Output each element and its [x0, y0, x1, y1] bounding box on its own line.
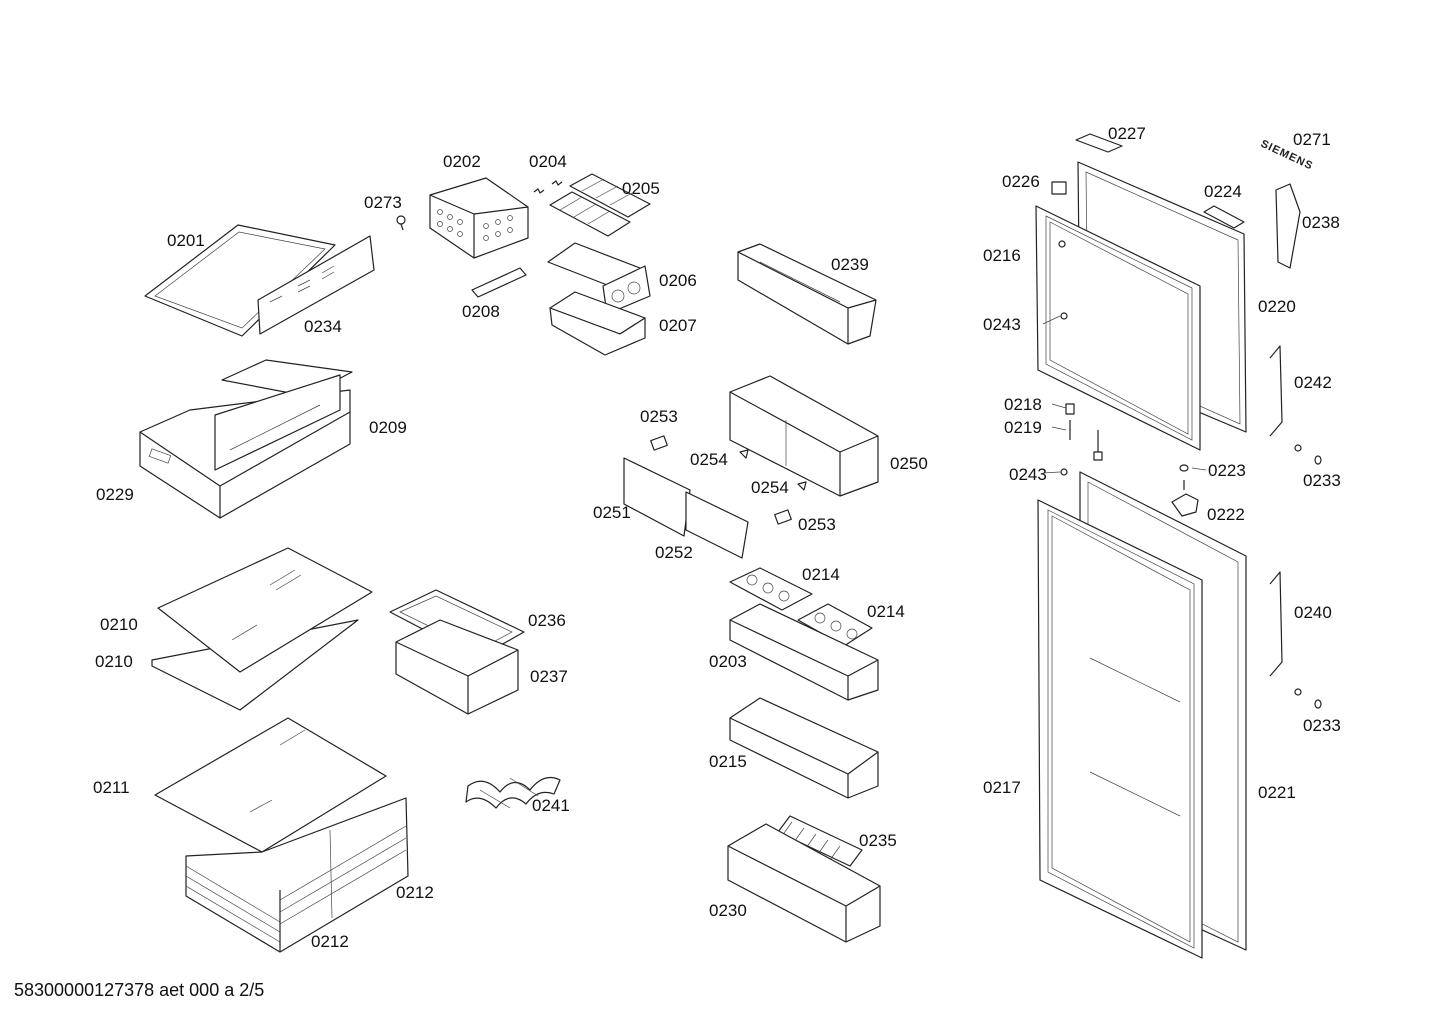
- label-0271: 0271: [1293, 130, 1331, 149]
- label-0222: 0222: [1207, 505, 1245, 524]
- label-0242: 0242: [1294, 373, 1332, 392]
- part-0215-door-shelf: [729, 697, 879, 799]
- label-0223: 0223: [1208, 461, 1246, 480]
- label-0215: 0215: [709, 752, 747, 771]
- part-0233-screws: [1294, 444, 1322, 709]
- label-0212-right: 0212: [396, 883, 434, 902]
- part-0226-cap: [1051, 181, 1067, 195]
- document-id: 58300000127378 aet 000 a 2/5: [14, 980, 265, 1000]
- part-0253-clip-b: [774, 509, 792, 525]
- part-0214-egg-trays: [729, 567, 873, 647]
- part-0238-hinge-strip: [1275, 183, 1301, 269]
- part-0240-handle: [1269, 571, 1283, 677]
- label-0203: 0203: [709, 652, 747, 671]
- label-0207: 0207: [659, 316, 697, 335]
- part-0202-ice-bracket: [429, 177, 529, 259]
- label-0214-right: 0214: [867, 602, 905, 621]
- label-0210-top: 0210: [100, 615, 138, 634]
- part-0251-flap: [623, 457, 691, 537]
- part-0201-shelf-frame: [144, 224, 336, 337]
- label-0219: 0219: [1004, 418, 1042, 437]
- part-0234-front-panel: [257, 235, 375, 335]
- label-0251: 0251: [593, 503, 631, 522]
- label-0220: 0220: [1258, 297, 1296, 316]
- label-0226: 0226: [1002, 172, 1040, 191]
- part-0241-rack: [465, 777, 561, 809]
- label-0229: 0229: [96, 485, 134, 504]
- label-0214-top: 0214: [802, 565, 840, 584]
- label-0234: 0234: [304, 317, 342, 336]
- label-0206: 0206: [659, 271, 697, 290]
- label-0254-right: 0254: [751, 478, 789, 497]
- part-0273-screw: [396, 215, 406, 231]
- part-0205-ice-trays: [549, 173, 651, 237]
- part-0217-lower-gasket: [1037, 499, 1203, 959]
- label-0221: 0221: [1258, 783, 1296, 802]
- label-0209: 0209: [369, 418, 407, 437]
- label-0230: 0230: [709, 901, 747, 920]
- label-0252: 0252: [655, 543, 693, 562]
- label-0238: 0238: [1302, 213, 1340, 232]
- part-0209-0229-drawer: [139, 359, 353, 519]
- part-0224-cover: [1203, 205, 1245, 229]
- label-0254-left: 0254: [690, 450, 728, 469]
- part-0254-clips: [739, 449, 807, 491]
- leader-lines: [1042, 315, 1207, 474]
- label-0211: 0211: [93, 778, 130, 797]
- part-0207-ice-box: [549, 291, 646, 356]
- part-0239-door-shelf: [737, 243, 877, 345]
- label-0243-top: 0243: [983, 315, 1021, 334]
- part-0242-handle: [1269, 345, 1283, 437]
- label-0204: 0204: [529, 152, 567, 171]
- part-0230-door-shelf: [727, 823, 881, 943]
- part-0253-clip-a: [650, 435, 668, 451]
- part-0219-bolt: [1069, 420, 1103, 461]
- label-0235: 0235: [859, 831, 897, 850]
- part-labels: 0201 0234 0273 0202 0208 0204 0205 0206 …: [93, 124, 1341, 951]
- label-0216: 0216: [983, 246, 1021, 265]
- label-0201: 0201: [167, 231, 205, 250]
- part-0227-cover: [1075, 133, 1123, 153]
- label-0202: 0202: [443, 152, 481, 171]
- label-0253-top: 0253: [640, 407, 678, 426]
- label-0237: 0237: [530, 667, 568, 686]
- label-0205: 0205: [622, 179, 660, 198]
- part-0216-upper-gasket: [1035, 205, 1201, 451]
- label-0273: 0273: [364, 193, 402, 212]
- part-0252-flap: [685, 491, 749, 559]
- label-0224: 0224: [1204, 182, 1242, 201]
- label-0240: 0240: [1294, 603, 1332, 622]
- part-0203-door-shelf: [729, 603, 879, 701]
- part-0204-springs: [533, 180, 563, 194]
- label-0243-bottom: 0243: [1009, 465, 1047, 484]
- part-0250-door-box: [729, 375, 879, 497]
- label-0233-top: 0233: [1303, 471, 1341, 490]
- part-0243-screws: [1058, 240, 1068, 476]
- label-0239: 0239: [831, 255, 869, 274]
- part-0212-baskets: [185, 797, 409, 953]
- part-0235-bottle-retainer: [777, 815, 863, 867]
- part-0208-strip: [471, 267, 527, 298]
- part-0237-box: [395, 619, 519, 715]
- part-0211-cover-shelf: [154, 717, 387, 853]
- part-0218-pin: [1065, 403, 1075, 415]
- label-0217: 0217: [983, 778, 1021, 797]
- part-0222-hinge-block: [1171, 493, 1199, 517]
- label-0208: 0208: [462, 302, 500, 321]
- label-0253-bottom: 0253: [798, 515, 836, 534]
- part-0210-glass-shelves: [151, 547, 373, 711]
- label-0212-bottom: 0212: [311, 932, 349, 951]
- label-0241: 0241: [532, 796, 570, 815]
- part-0223-washer: [1179, 464, 1189, 490]
- label-0218: 0218: [1004, 395, 1042, 414]
- label-0236: 0236: [528, 611, 566, 630]
- label-0227: 0227: [1108, 124, 1146, 143]
- label-0210-bottom: 0210: [95, 652, 133, 671]
- label-0233-bottom: 0233: [1303, 716, 1341, 735]
- label-0250: 0250: [890, 454, 928, 473]
